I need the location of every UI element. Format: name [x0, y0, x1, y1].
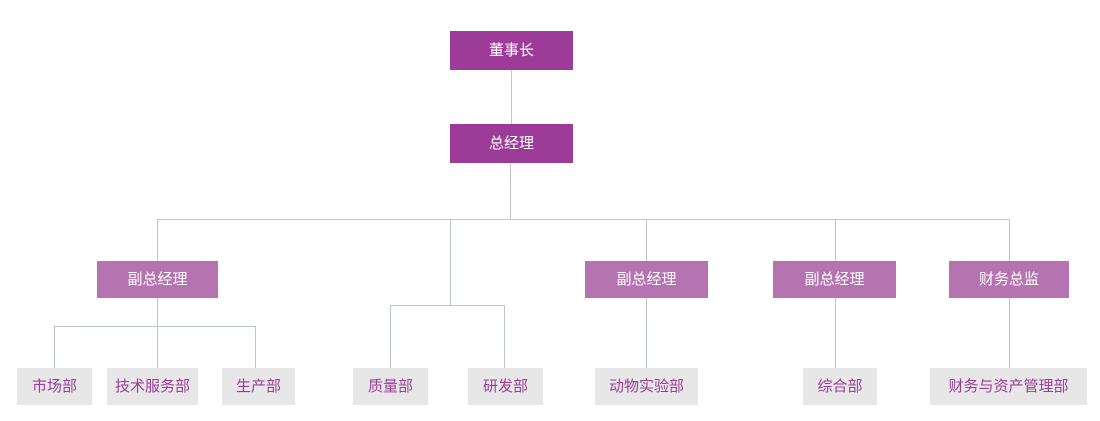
connector-finance-director-dept [1009, 298, 1010, 368]
connector-deputy2-animal-lab [646, 298, 647, 368]
node-finance-asset-dept: 财务与资产管理部 [930, 368, 1087, 405]
connector-drop-middle-branch [450, 219, 451, 305]
connector-drop-deputy2 [646, 219, 647, 261]
node-finance-director: 财务总监 [949, 261, 1069, 298]
connector-drop-production [255, 326, 256, 368]
connector-drop-quality [390, 305, 391, 368]
connector-drop-marketing [54, 326, 55, 368]
connector-deputy1-down [157, 298, 158, 368]
node-deputy-gm-1: 副总经理 [97, 261, 218, 298]
connector-main-horizontal [157, 219, 1009, 220]
node-rd-dept: 研发部 [468, 368, 543, 405]
connector-middle-horizontal [390, 305, 505, 306]
connector-drop-deputy3 [835, 219, 836, 261]
node-marketing-dept: 市场部 [17, 368, 92, 405]
node-tech-service-dept: 技术服务部 [107, 368, 198, 405]
node-animal-lab-dept: 动物实验部 [595, 368, 698, 405]
node-chairman: 董事长 [450, 31, 573, 70]
node-general-affairs-dept: 综合部 [803, 368, 877, 405]
node-production-dept: 生产部 [222, 368, 295, 405]
connector-deputy1-horizontal [54, 326, 256, 327]
connector-drop-deputy1 [157, 219, 158, 261]
connector-drop-rd [504, 305, 505, 368]
connector-chairman-gm [511, 70, 512, 124]
connector-deputy3-general-affairs [835, 298, 836, 368]
node-general-manager: 总经理 [450, 124, 573, 163]
connector-gm-down [510, 163, 511, 219]
node-quality-dept: 质量部 [353, 368, 428, 405]
node-deputy-gm-2: 副总经理 [585, 261, 708, 298]
connector-drop-finance-director [1009, 219, 1010, 261]
node-deputy-gm-3: 副总经理 [773, 261, 896, 298]
